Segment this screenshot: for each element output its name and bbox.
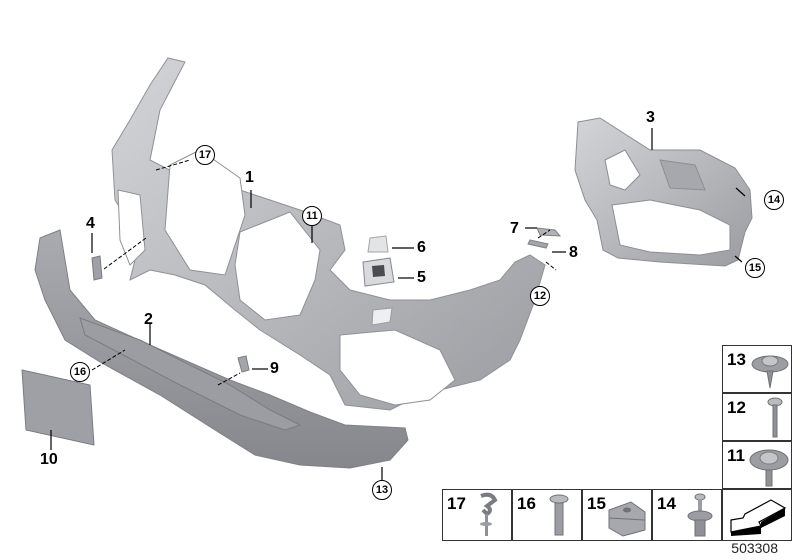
callout-1[interactable]: 1: [245, 169, 254, 186]
callout-6[interactable]: 6: [417, 239, 426, 256]
leader-lines: [50, 128, 746, 480]
legend-label: 16: [517, 494, 536, 513]
grille-insert-part[interactable]: [91, 255, 103, 281]
callout-7[interactable]: 7: [510, 220, 519, 237]
expanding-rivet-icon: [687, 493, 713, 537]
callout-5[interactable]: 5: [417, 269, 426, 286]
legend-label: 14: [657, 494, 676, 513]
towing-eye-holder-part[interactable]: [362, 257, 395, 287]
lower-trim-panel[interactable]: [34, 229, 409, 469]
legend-label: 15: [587, 494, 606, 513]
legend-cell-16[interactable]: 16: [512, 489, 582, 541]
bumper-trim-panel[interactable]: [111, 57, 546, 411]
callout-12[interactable]: 12: [530, 286, 550, 306]
legend-cell-17[interactable]: 17: [442, 489, 512, 541]
legend-label: 13: [727, 350, 746, 369]
bracket-part[interactable]: [527, 239, 549, 249]
clip-nut-icon: [608, 501, 646, 537]
holder-part[interactable]: [237, 355, 250, 373]
diagram-reference-number: 503308: [731, 540, 778, 556]
callout-14[interactable]: 14: [764, 190, 784, 210]
legend-cell-14[interactable]: 14: [652, 489, 722, 541]
legend-cell-11[interactable]: 11: [722, 441, 792, 489]
legend-label: 12: [727, 398, 746, 417]
legend-cell-13[interactable]: 13: [722, 345, 792, 393]
legend-label: 11: [727, 446, 745, 465]
collar-screw-torx-icon: [749, 449, 789, 487]
callout-16[interactable]: 16: [70, 362, 90, 382]
collar-screw-icon: [751, 355, 789, 389]
screw-icon: [767, 397, 783, 438]
direction-arrow-icon: [730, 499, 787, 536]
callout-3[interactable]: 3: [646, 109, 655, 126]
holder-clip-icon: [480, 492, 498, 536]
legend-cell-direction: [722, 489, 792, 541]
legend-label: 17: [447, 494, 466, 513]
bumper-carrier[interactable]: [574, 117, 753, 267]
callout-13[interactable]: 13: [372, 480, 392, 500]
callout-15[interactable]: 15: [745, 258, 765, 278]
license-plate-base-part[interactable]: [21, 369, 95, 446]
legend-cell-12[interactable]: 12: [722, 393, 792, 441]
trim-strip-part[interactable]: [536, 227, 562, 237]
torx-screw-icon: [549, 494, 569, 536]
callout-10[interactable]: 10: [40, 451, 58, 468]
callout-4[interactable]: 4: [86, 215, 95, 232]
legend-cell-15[interactable]: 15: [582, 489, 652, 541]
callout-11[interactable]: 11: [302, 206, 322, 226]
dashed-leaders: [91, 159, 557, 386]
callout-8[interactable]: 8: [569, 244, 578, 261]
callout-2[interactable]: 2: [144, 311, 153, 328]
callout-9[interactable]: 9: [270, 360, 279, 377]
towing-eye-flap-part[interactable]: [367, 235, 389, 253]
callout-17[interactable]: 17: [195, 145, 215, 165]
